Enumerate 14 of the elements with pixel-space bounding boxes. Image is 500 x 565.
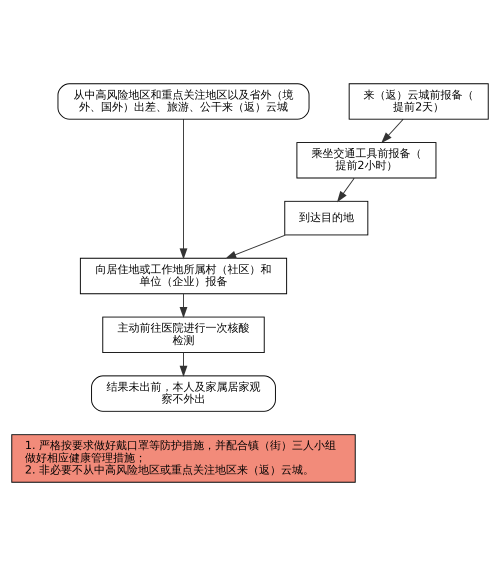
arrow xyxy=(180,293,188,318)
node-box: 从中高风险地区和重点关注地区以及省外（境外、国外）出差、旅游、公干来（返）云城 xyxy=(58,82,310,120)
node-box: 到达目的地 xyxy=(284,200,368,235)
arrow xyxy=(225,234,286,258)
arrow xyxy=(180,352,188,377)
arrow xyxy=(381,118,404,143)
node-box: 结果未出前，本人及家属居家观察不外出 xyxy=(91,374,276,412)
node-box: 来（返）云城前报备（提前2天） xyxy=(348,82,489,120)
node-box: 向居住地或工作地所属村（社区）和单位（企业）报备 xyxy=(80,257,288,294)
arrow xyxy=(336,177,355,202)
node-box: 主动前往医院进行一次核酸检测 xyxy=(102,316,265,352)
arrow xyxy=(180,118,188,260)
node-box: 1. 严格按要求做好戴口罩等防护措施，并配合镇（街）三人小组做好相应健康管理措施； 2. 非必要不从中高风险地区或重点关注地区来（返）云城。 xyxy=(11,434,356,482)
node-box: 乘坐交通工具前报备（提前2小时） xyxy=(296,142,436,178)
